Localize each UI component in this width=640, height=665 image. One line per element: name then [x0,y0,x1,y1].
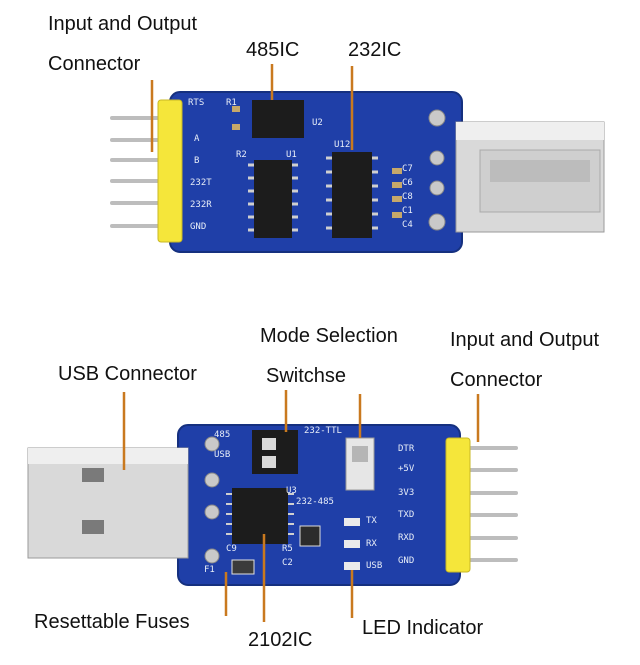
bottom-pin-label-5: RXD [398,533,415,543]
bottom-ref-c2: C2 [282,558,293,568]
top-io-label-line2: Connector [48,53,141,75]
bottom-board [27,424,518,586]
top-ref-c6: C6 [402,178,413,188]
bottom-chip-2102 [232,488,288,544]
bottom-usb-plug [27,447,189,559]
top-ref-u2: U2 [312,118,323,128]
bottom-pcb [178,425,460,585]
2102ic-label: 2102IC [248,629,313,651]
bottom-ref-c9: C9 [226,544,237,554]
bottom-io-label-line1: Input and Output [450,329,600,351]
callout-lines [122,64,480,622]
top-chip-485 [252,100,304,138]
bottom-switch-485: 485 [214,430,231,440]
top-ref-r2: R2 [236,150,247,160]
bottom-pin-label-3: 3V3 [398,488,415,498]
mode-selection-label-line1: Mode Selection [260,325,398,347]
bottom-pin-label-6: GND [398,556,415,566]
bottom-header [445,437,471,573]
bottom-ref-f1: F1 [204,565,215,575]
bottom-io-label-line2: Connector [450,369,543,391]
led-indicator-label: LED Indicator [362,617,484,639]
top-board [110,91,605,253]
bottom-switch-232485: 232-485 [296,497,334,507]
top-232ic-label: 232IC [348,39,402,61]
bottom-pin-label-2: +5V [398,464,415,474]
top-io-label-line1: Input and Output [48,13,198,35]
bottom-led-rx: RX [366,539,377,549]
top-ref-u12: U12 [334,140,351,150]
top-chip-u1 [254,160,292,238]
resettable-fuses-label: Resettable Fuses [34,611,190,633]
top-ref-c8: C8 [402,192,413,202]
top-chip-232 [332,152,372,238]
top-pin-label-4: 232T [190,178,212,188]
top-pin-label-3: B [194,156,200,166]
top-485ic-label: 485IC [246,39,300,61]
top-pin-label-2: A [194,134,200,144]
bottom-ref-r5: R5 [282,544,293,554]
top-ref-r1: R1 [226,98,237,108]
mode-selection-label-line2: Switchse [266,365,347,387]
bottom-led-usb: USB [366,561,383,571]
usb-connector-label: USB Connector [58,363,197,385]
top-ref-c7: C7 [402,164,413,174]
top-pin-label-5: 232R [190,200,212,210]
top-ref-u1: U1 [286,150,297,160]
top-usb-plug [455,121,605,233]
bottom-led-tx: TX [366,516,377,526]
bottom-pin-label-4: TXD [398,510,415,520]
top-header [157,99,183,243]
top-pin-label-1: RTS [188,98,205,108]
bottom-ref-u3: U3 [286,486,297,496]
top-pcb [170,92,462,252]
bottom-pin-label-1: DTR [398,444,415,454]
top-ref-c1: C1 [402,206,413,216]
bottom-switch-232ttl: 232-TTL [304,426,342,436]
bottom-switch-usb: USB [214,450,231,460]
top-pin-label-6: GND [190,222,207,232]
top-ref-c4: C4 [402,220,413,230]
